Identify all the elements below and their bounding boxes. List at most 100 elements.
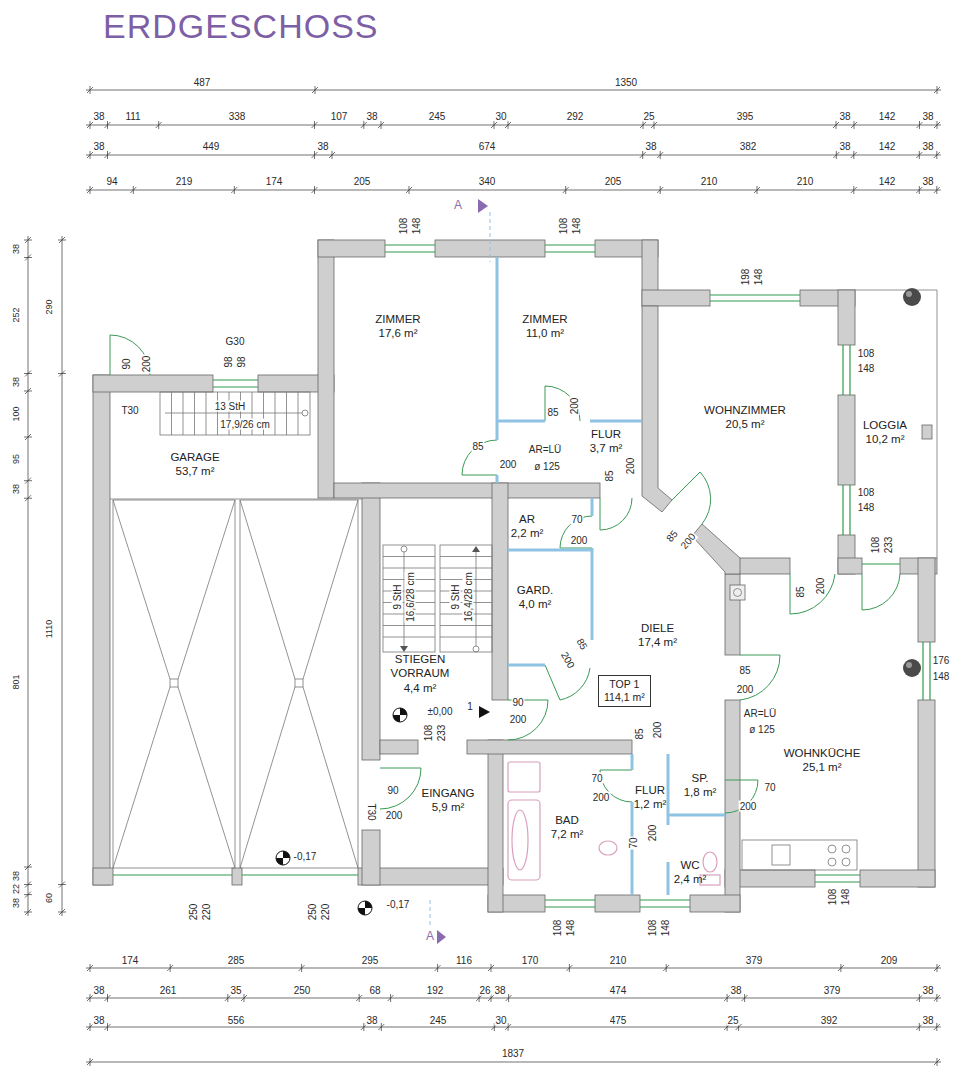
dimension-label: 38 xyxy=(921,176,934,187)
plan-label: 200 xyxy=(569,397,580,416)
dimension-line xyxy=(934,152,940,158)
loggia-outline xyxy=(922,425,932,439)
plan-label: 200 xyxy=(141,355,152,374)
dimension-line xyxy=(58,240,66,241)
window xyxy=(922,642,923,700)
plan-label: 108 xyxy=(558,217,569,236)
dimension-label: 292 xyxy=(566,111,585,122)
stair xyxy=(165,413,302,414)
garage-bay xyxy=(110,499,362,868)
plan-label: 90 xyxy=(511,697,524,708)
plan-label: 85 xyxy=(664,527,681,544)
window xyxy=(545,899,595,900)
plan-label: 200 xyxy=(739,801,758,812)
plan-label: 108 xyxy=(552,919,563,938)
stair xyxy=(473,646,479,652)
garage-bay xyxy=(113,500,235,868)
room-name: GARAGE xyxy=(170,450,219,464)
stair xyxy=(472,546,480,552)
dimension-label: 801 xyxy=(12,673,22,690)
room-label: AR2,2 m² xyxy=(511,512,544,541)
dimension-label: 340 xyxy=(478,176,497,187)
plan-label: 98 xyxy=(223,355,234,368)
dimension-label: 285 xyxy=(227,955,246,966)
wall xyxy=(362,830,380,885)
dimension-line xyxy=(86,1027,941,1028)
dimension-line xyxy=(107,1023,108,1031)
partition xyxy=(590,420,642,423)
plan-label: 176 xyxy=(932,655,951,666)
garage-bay xyxy=(240,500,358,868)
dimension-line xyxy=(563,187,569,193)
plan-label: 16,4/28 cm xyxy=(463,571,474,622)
dimension-label: 295 xyxy=(361,955,380,966)
partition xyxy=(508,549,592,552)
room-name: FLUR xyxy=(634,783,667,797)
dimension-line xyxy=(158,121,159,129)
plan-label: 148 xyxy=(840,888,851,907)
plan-label: 108 xyxy=(423,724,434,743)
room-label: GARD.4,0 m² xyxy=(517,583,553,612)
dimension-label: 261 xyxy=(159,985,178,996)
wall xyxy=(334,483,600,498)
fixture xyxy=(772,845,790,865)
fixture xyxy=(828,858,836,866)
room-name: GARD. xyxy=(517,583,553,597)
dimension-line xyxy=(356,995,362,1001)
dimension-line xyxy=(727,994,728,1002)
stair xyxy=(400,646,408,652)
dimension-line xyxy=(24,912,32,913)
fixture xyxy=(599,841,617,855)
dimension-label: 487 xyxy=(193,77,212,88)
dimension-line xyxy=(24,240,32,241)
room-area: 2,4 m² xyxy=(674,872,707,886)
dimension-line xyxy=(642,151,643,159)
room-area: 4,0 m² xyxy=(517,597,553,611)
plan-label: 233 xyxy=(883,536,894,555)
dimension-line xyxy=(25,909,31,915)
fixture xyxy=(742,840,857,870)
room-name: STIEGEN VORRAUM xyxy=(388,652,452,681)
dimension-line xyxy=(87,87,93,93)
plan-label: 148 xyxy=(565,919,576,938)
dimension-label: 94 xyxy=(105,176,118,187)
room-name: DIELE xyxy=(610,621,705,635)
room-label: LOGGIA10,2 m² xyxy=(863,418,907,447)
dimension-line xyxy=(105,152,111,158)
room-label: FLUR1,2 m² xyxy=(634,783,667,812)
dimension-line xyxy=(133,186,134,194)
dimension-line xyxy=(25,882,31,888)
partition xyxy=(631,754,634,770)
dimension-line xyxy=(937,1058,938,1066)
dimension-line xyxy=(654,121,655,129)
dimension-label: 556 xyxy=(227,1015,246,1026)
wall xyxy=(232,868,242,885)
window xyxy=(545,251,595,252)
plan-label: 98 xyxy=(236,355,247,368)
dimension-line xyxy=(409,186,410,194)
dimension-line xyxy=(58,884,66,885)
stair xyxy=(476,552,477,646)
dimension-line xyxy=(314,121,315,129)
dimension-label: 38 xyxy=(92,1015,105,1026)
dimension-label: 38 xyxy=(921,1015,934,1026)
section-marker xyxy=(478,199,488,213)
window xyxy=(842,345,843,395)
wall xyxy=(642,290,710,306)
fixture xyxy=(828,845,836,853)
stair xyxy=(401,546,407,552)
unit-box: TOP 1114,1 m² xyxy=(598,675,651,707)
plan-title: ERDGESCHOSS xyxy=(103,6,379,47)
room-area: 7,2 m² xyxy=(551,827,584,841)
partition xyxy=(667,862,670,895)
wall xyxy=(918,558,935,642)
dimension-line xyxy=(565,186,566,194)
wall xyxy=(467,740,632,754)
dimension-label: 142 xyxy=(878,176,897,187)
dimension-line xyxy=(757,186,758,194)
dimension-line xyxy=(86,90,941,91)
dimension-line xyxy=(25,892,31,898)
dimension-label: 142 xyxy=(878,111,897,122)
dimension-line xyxy=(24,373,32,374)
